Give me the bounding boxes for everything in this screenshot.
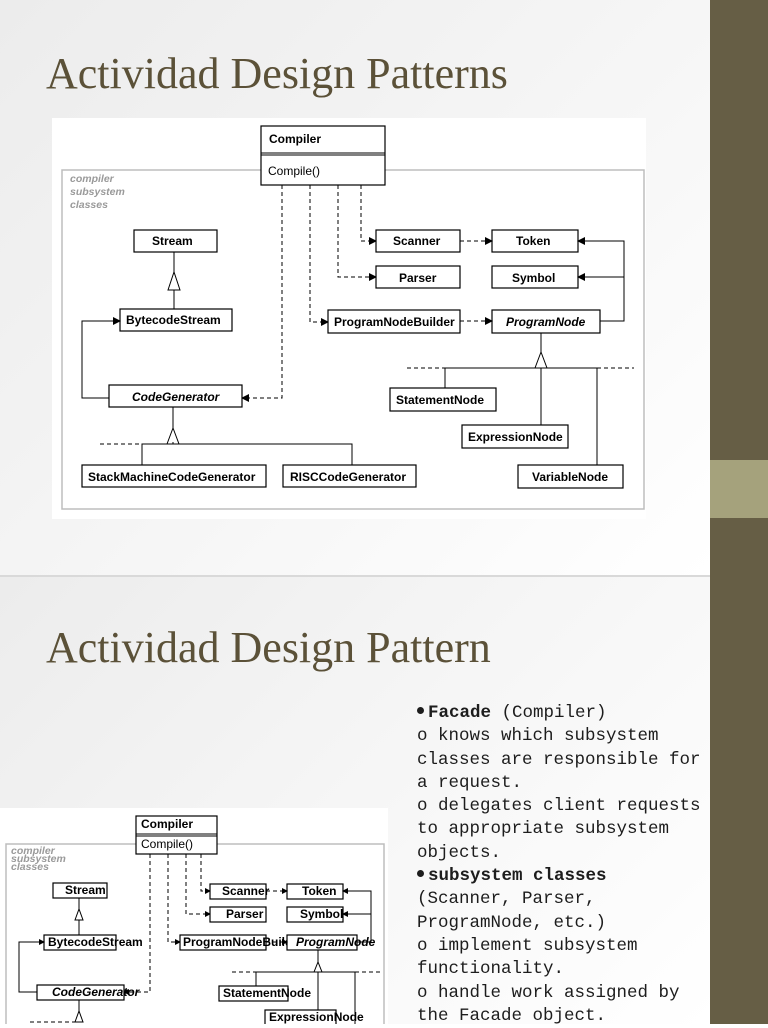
subsystem-label-line-1: compiler bbox=[70, 173, 115, 185]
subsystem-boundary bbox=[61, 169, 645, 510]
bullet-list: Facade (Compiler) o knows which subsyste… bbox=[417, 702, 702, 1028]
subsystem-rest: (Scanner, Parser, ProgramNode, etc.) bbox=[417, 889, 607, 933]
facade-diagram-small: compiler subsystem classes Compiler Comp… bbox=[0, 808, 388, 1024]
risc-class-box bbox=[282, 464, 417, 488]
expression-node-class-box bbox=[461, 424, 569, 449]
facade-point-1: o knows which subsystem classes are resp… bbox=[417, 726, 701, 793]
subsystem-point-1: o implement subsystem functionality. bbox=[417, 935, 638, 980]
program-node-builder-class-name: ProgramNodeBuilder bbox=[334, 315, 455, 329]
compiler-method: Compile() bbox=[268, 164, 320, 178]
scanner-class-name-small: Scanner bbox=[222, 884, 270, 898]
token-class-name-small: Token bbox=[302, 884, 336, 898]
slide-2-title: Actividad Design Pattern bbox=[46, 623, 491, 672]
compiler-method-small: Compile() bbox=[141, 837, 193, 851]
token-class-name: Token bbox=[516, 234, 550, 248]
expression-node-class-box-small bbox=[264, 1009, 337, 1024]
bullet-dot-icon bbox=[417, 870, 424, 878]
bytecode-stream-class-name-small: BytecodeStream bbox=[48, 935, 143, 949]
expression-node-class-name: ExpressionNode bbox=[468, 430, 563, 444]
stream-class-box-small bbox=[52, 882, 108, 899]
symbol-class-name: Symbol bbox=[512, 271, 555, 285]
subsystem-label-small-3: classes bbox=[11, 861, 49, 873]
compiler-class-name: Compiler bbox=[269, 132, 321, 146]
program-node-class-name-small: ProgramNode bbox=[296, 935, 376, 949]
slide-1-title: Actividad Design Patterns bbox=[46, 49, 508, 98]
statement-node-class-box-small bbox=[218, 985, 289, 1002]
compiler-class-box-small bbox=[135, 815, 218, 855]
parser-class-name-small: Parser bbox=[226, 907, 264, 921]
variable-node-class-box bbox=[517, 464, 624, 489]
bullet-facade: Facade (Compiler) bbox=[417, 702, 702, 725]
subsystem-label-small-1: compiler bbox=[11, 845, 56, 857]
sidebar-accent bbox=[710, 460, 768, 518]
code-generator-class-name: CodeGenerator bbox=[132, 390, 221, 404]
stack-machine-class-box bbox=[81, 464, 267, 488]
code-generator-class-box bbox=[108, 384, 243, 408]
statement-node-class-name: StatementNode bbox=[396, 393, 484, 407]
program-node-class-name: ProgramNode bbox=[506, 315, 586, 329]
stream-class-box bbox=[133, 229, 218, 253]
expression-node-class-name-small: ExpressionNode bbox=[269, 1010, 364, 1024]
facade-rest: (Compiler) bbox=[491, 703, 607, 723]
parser-class-name: Parser bbox=[399, 271, 437, 285]
symbol-class-name-small: Symbol bbox=[300, 907, 343, 921]
bullet-dot-icon bbox=[417, 707, 424, 714]
bytecode-stream-class-name: BytecodeStream bbox=[126, 313, 221, 327]
subsystem-term: subsystem classes bbox=[428, 866, 607, 887]
statement-node-class-name-small: StatementNode bbox=[223, 986, 311, 1000]
subsystem-label-line-3: classes bbox=[70, 199, 108, 211]
statement-node-class-box bbox=[389, 387, 497, 412]
variable-node-class-name: VariableNode bbox=[532, 470, 608, 484]
parser-class-box-small bbox=[209, 906, 267, 923]
slide-divider bbox=[0, 575, 710, 577]
bullet-subsystem: subsystem classes (Scanner, Parser, Prog… bbox=[417, 865, 702, 935]
subsystem-label-small-2: subsystem bbox=[11, 853, 66, 865]
subsystem-point-2: o handle work assigned by the Facade obj… bbox=[417, 982, 680, 1026]
program-node-builder-class-name-small: ProgramNodeBuilder bbox=[183, 935, 304, 949]
code-generator-class-name-small: CodeGenerator bbox=[52, 985, 141, 999]
stack-machine-class-name: StackMachineCodeGenerator bbox=[88, 470, 256, 484]
facade-term: Facade bbox=[428, 703, 492, 723]
facade-diagram-small-svg: compiler subsystem classes Compiler Comp… bbox=[5, 815, 385, 1024]
scanner-class-name: Scanner bbox=[393, 234, 441, 248]
risc-class-name: RISCCodeGenerator bbox=[290, 470, 406, 484]
stream-class-name-small: Stream bbox=[65, 883, 106, 897]
stream-class-name: Stream bbox=[152, 234, 193, 248]
facade-diagram: compiler subsystem classes Compiler Comp… bbox=[52, 118, 646, 519]
compiler-class-name-small: Compiler bbox=[141, 817, 193, 831]
parser-class-box bbox=[375, 265, 461, 289]
subsystem-label-line-2: subsystem bbox=[70, 186, 125, 198]
facade-diagram-svg: compiler subsystem classes Compiler Comp… bbox=[61, 125, 645, 510]
facade-point-2: o delegates client requests to appropria… bbox=[417, 796, 701, 863]
